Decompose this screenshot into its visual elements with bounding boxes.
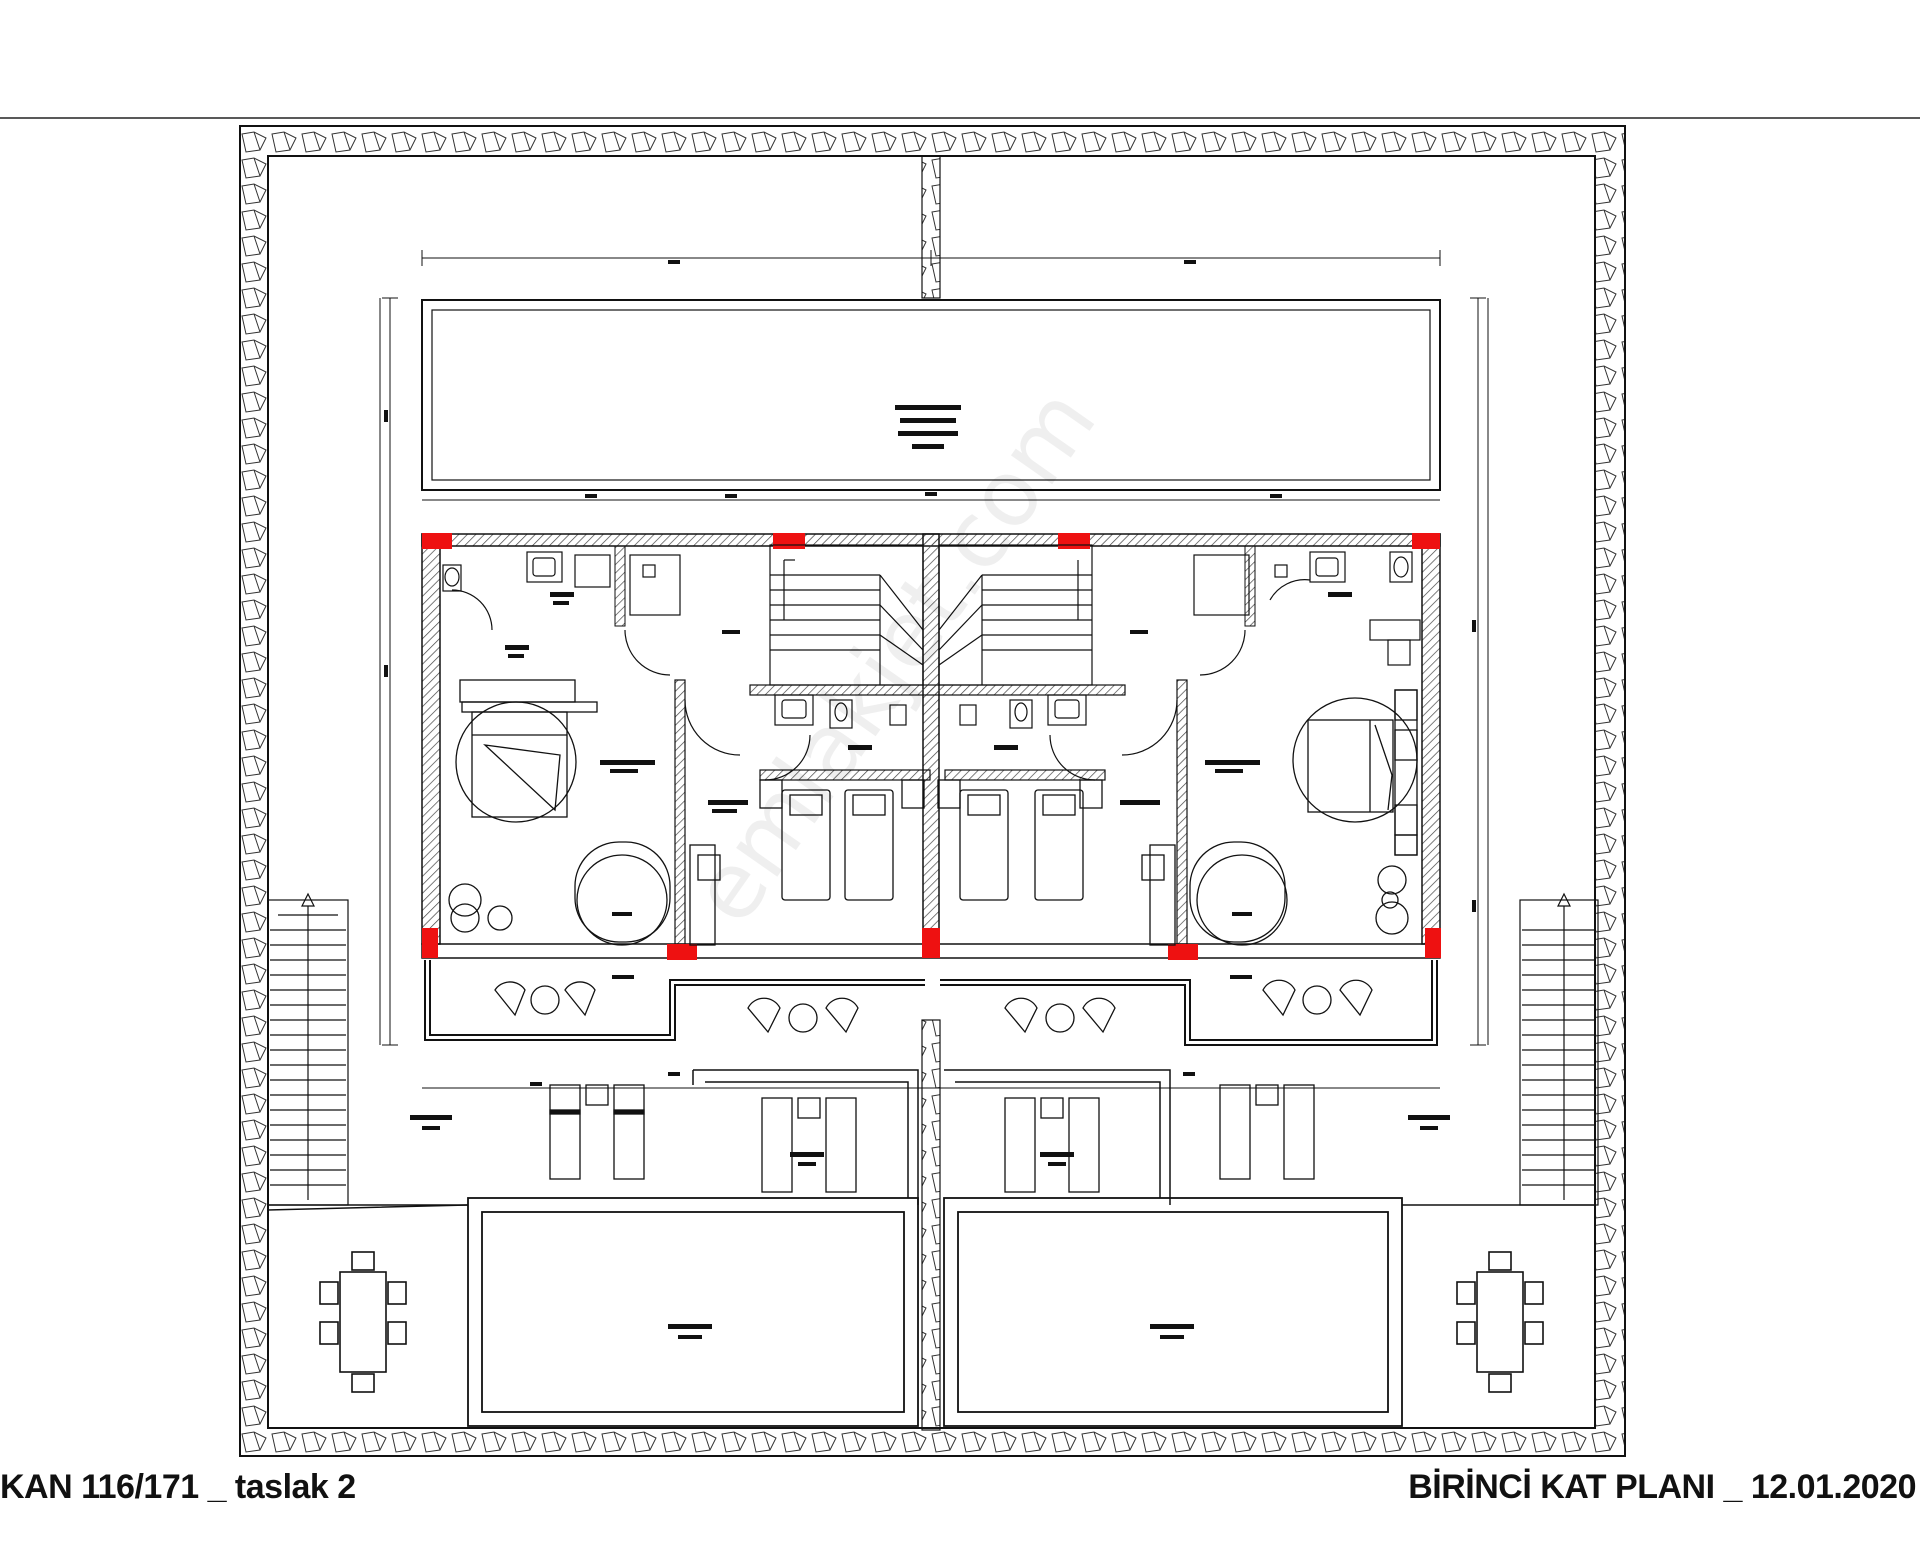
garden-paths [267,1069,1595,1211]
door-swings [624,579,1311,781]
terrace-roof [421,299,1441,491]
sun-loungers [549,1084,1315,1193]
bedroom-left [448,679,671,946]
balcony-furniture [494,979,1373,1034]
staircase-left [769,544,924,686]
dining-set-left [319,1251,407,1393]
dining-set-right [1456,1251,1544,1393]
bedroom-twin-right [937,779,1176,946]
pool-left [467,1197,919,1427]
external-stair-left [267,892,349,1206]
staircase-right [938,544,1093,686]
bedroom-twin-left [689,779,925,946]
building-walls [421,533,1441,959]
project-name-caption: KAN 116/171 _ taslak 2 [0,1468,356,1506]
pool-right [943,1197,1403,1427]
dimension-lines [379,250,1489,1089]
external-stair-right [1519,892,1599,1206]
bathroom-fixtures [442,551,1421,729]
room-label-marks [410,592,1450,1166]
balconies [424,960,1438,1046]
plan-title-caption: BİRİNCİ KAT PLANI _ 12.01.2020 [1408,1468,1916,1506]
structural-columns [422,533,1441,960]
bedroom-right [1189,689,1418,946]
